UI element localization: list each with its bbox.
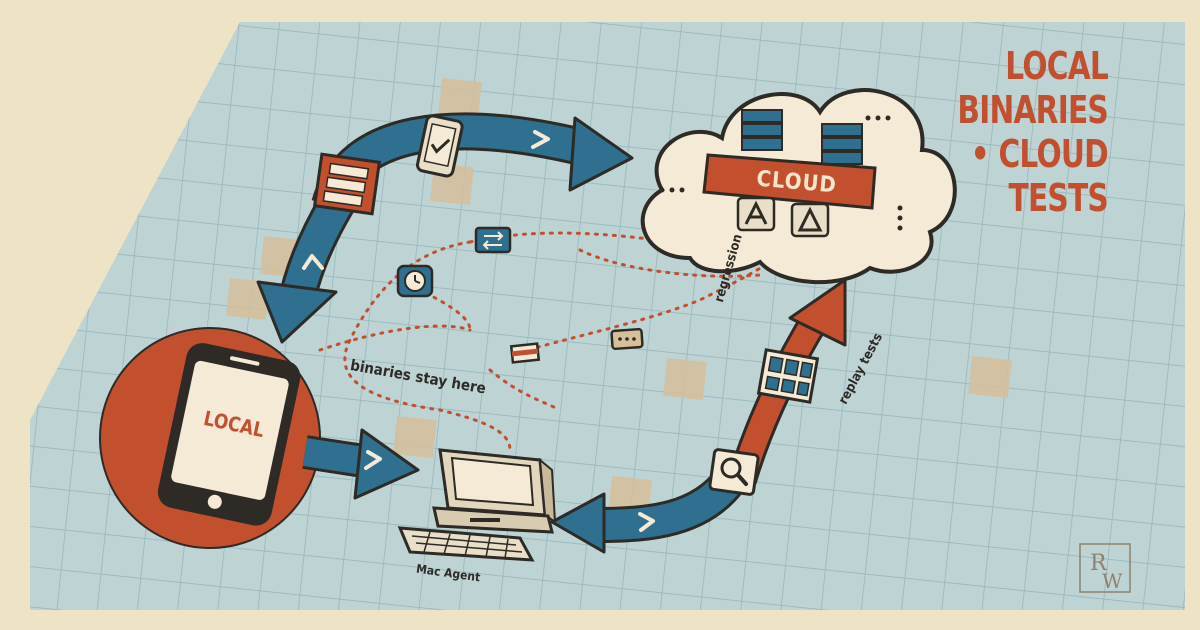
local-node: [99, 327, 321, 549]
app-triangle-icon: [790, 202, 830, 238]
server-stack-icon: [741, 109, 863, 165]
arrow-to-mac-agent: [302, 428, 420, 500]
server-icon: [312, 152, 382, 216]
monogram-logo: R W: [1079, 543, 1131, 593]
chevron-right-icon: [531, 130, 550, 149]
title-line-4: TESTS: [1008, 176, 1109, 220]
title-line-3: • CLOUD: [970, 132, 1109, 176]
svg-text:W: W: [1102, 569, 1123, 593]
ticket-icon: [610, 327, 644, 351]
local-phone-icon: [157, 343, 301, 526]
mac-agent-computer: [397, 448, 557, 562]
card-icon: [509, 342, 541, 364]
page-title: LOCAL BINARIES • CLOUD TESTS: [921, 44, 1108, 220]
arrow-back-to-mac: [550, 468, 745, 554]
title-line-1: LOCAL: [1005, 44, 1108, 88]
chevron-up-icon: [302, 254, 324, 270]
svg-text:R: R: [1090, 551, 1108, 576]
app-a-icon: [736, 196, 776, 232]
chevron-right-icon: [364, 450, 382, 470]
clock-icon: [396, 264, 434, 298]
tan-tiles: [226, 78, 1012, 518]
cloud-dots: [659, 115, 903, 231]
sync-icon: [474, 226, 512, 254]
phone-check-icon: [415, 114, 464, 178]
title-line-2: BINARIES: [957, 88, 1108, 132]
magnifier-icon: [708, 448, 760, 496]
chevron-right-icon: [638, 512, 655, 532]
cloud-node: [640, 88, 957, 285]
film-strip-icon: [756, 348, 820, 404]
